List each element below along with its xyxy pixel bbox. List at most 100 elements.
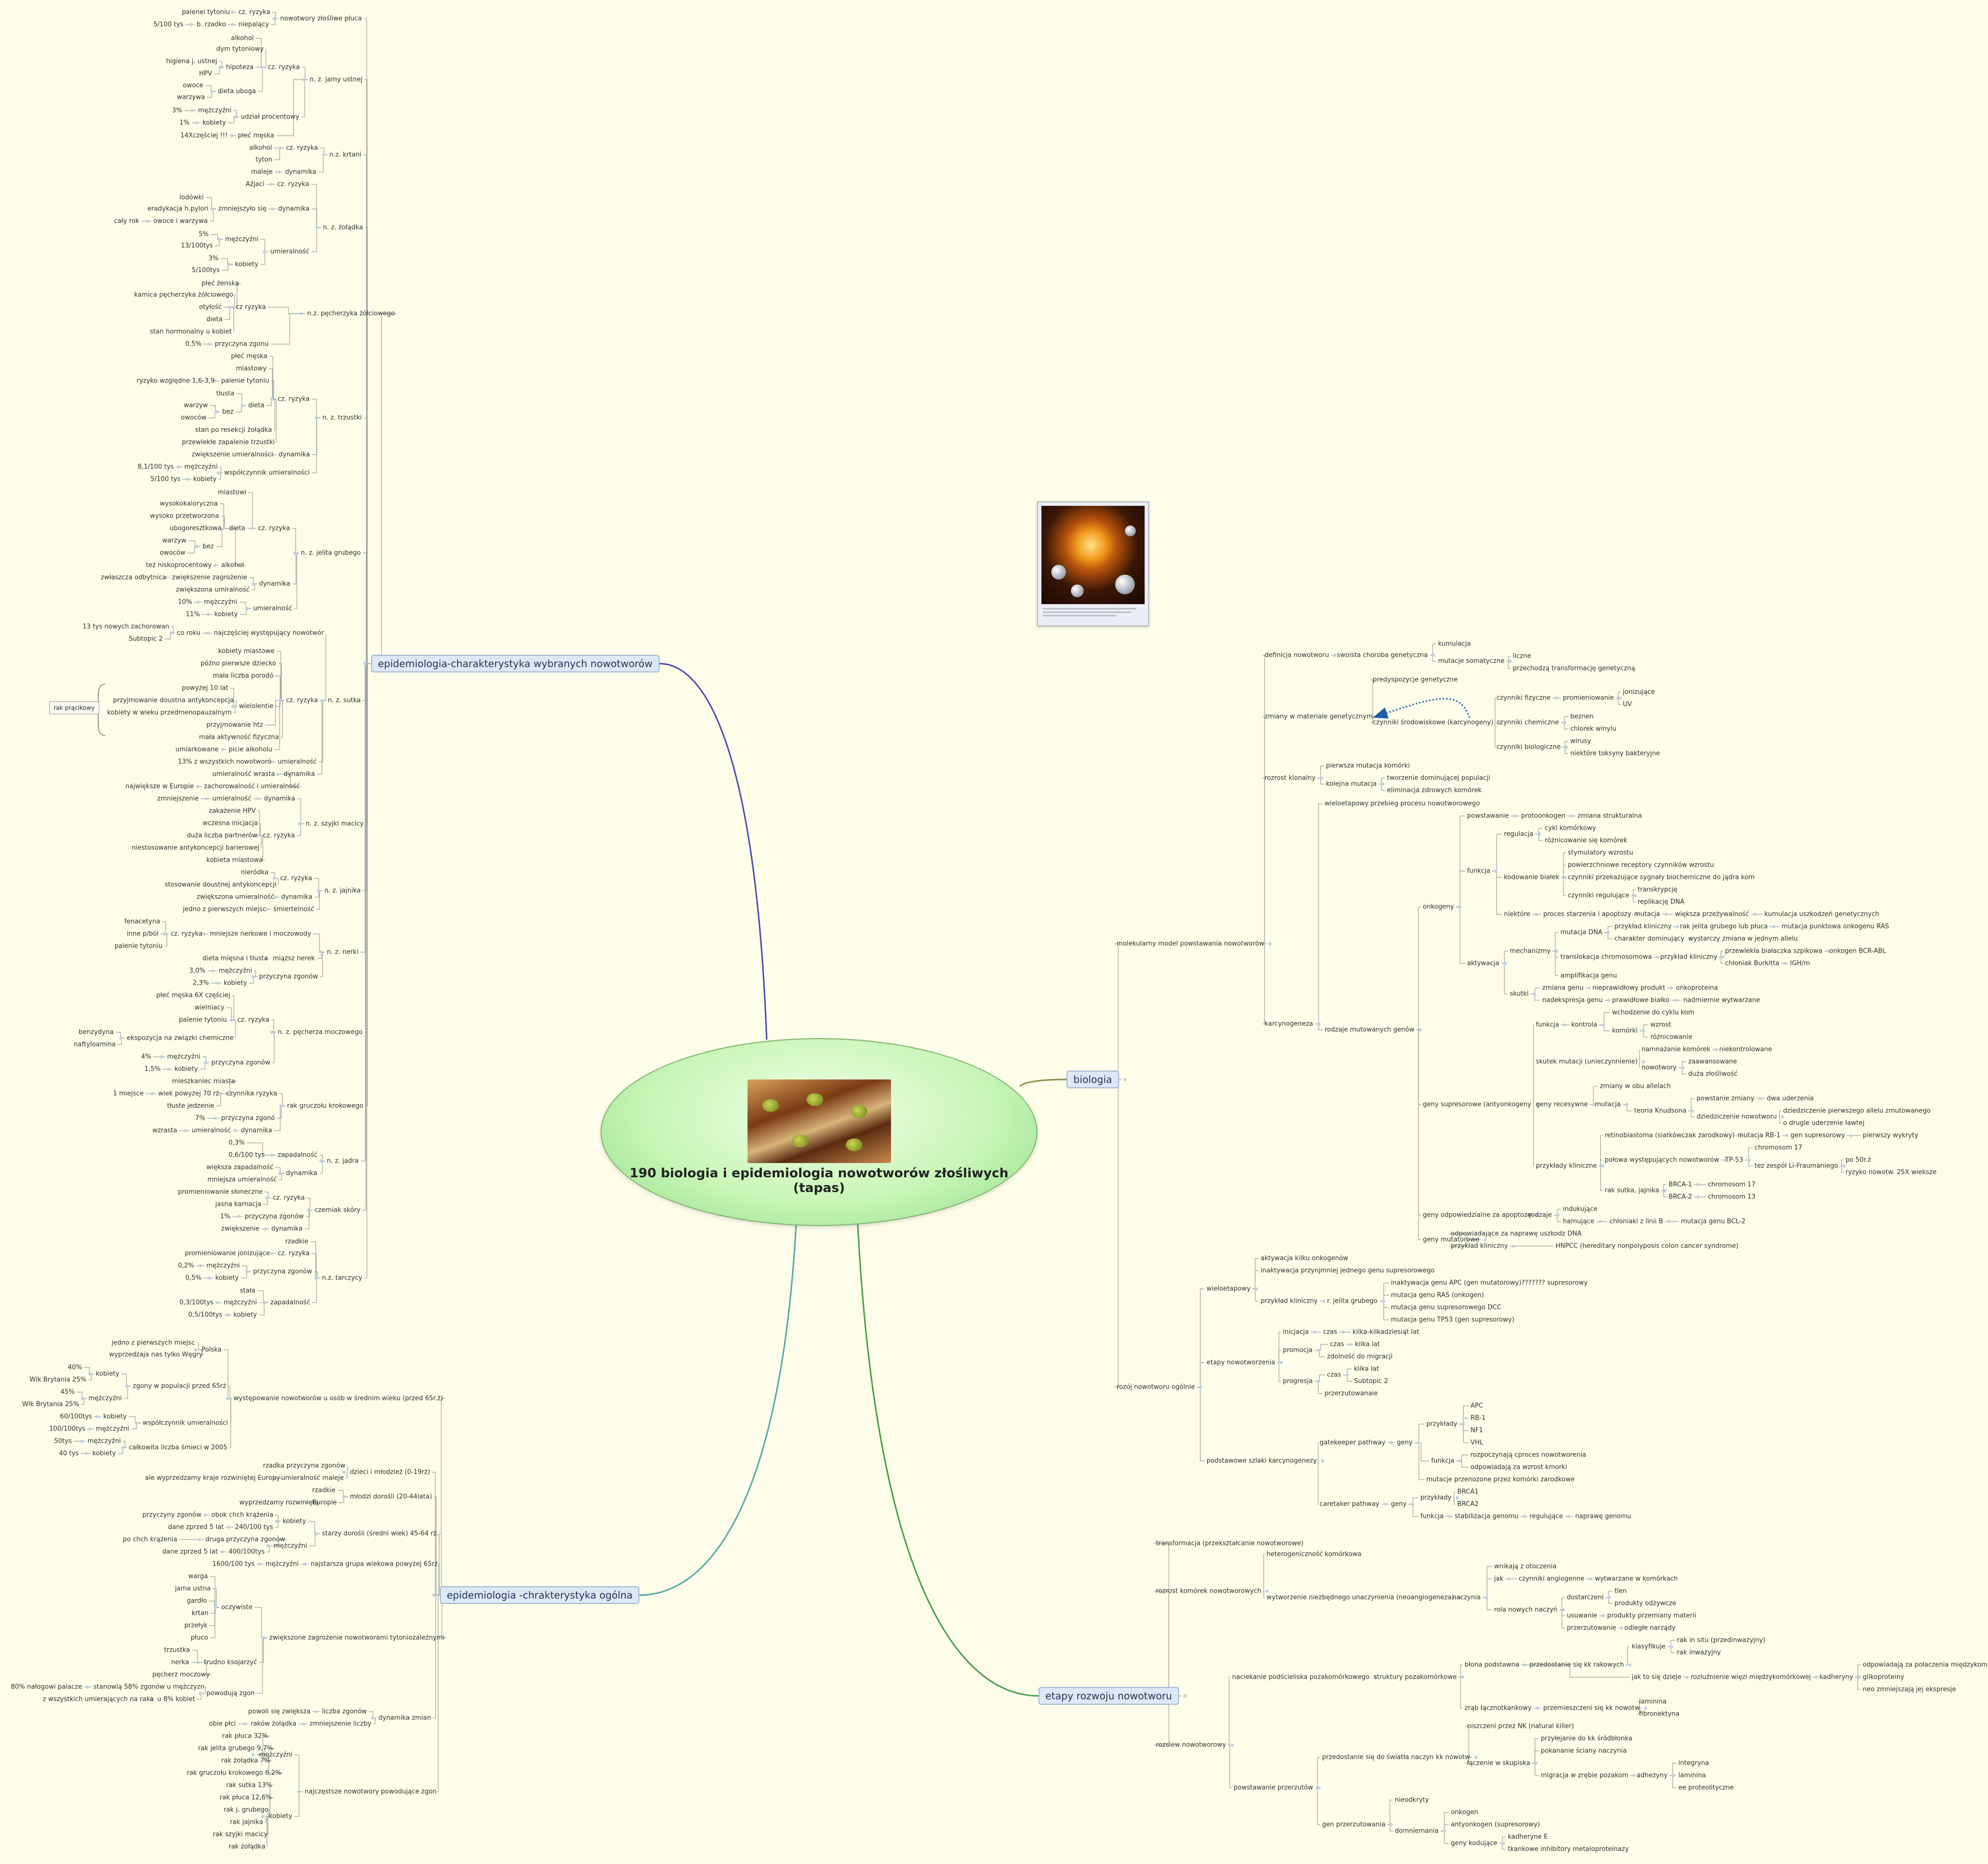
topic-a9b5[interactable]: kobieta miastowa <box>206 856 263 864</box>
topic-b8b[interactable]: kobiety <box>269 1812 292 1820</box>
topic-c1d2b3b1b1[interactable]: dziedziczenie pierwszego allelu zmutowan… <box>1783 1107 1931 1115</box>
topic-c2a3a[interactable]: r. jelita grubego <box>1327 1297 1378 1305</box>
topic-d2b1b3[interactable]: przerzutowanie <box>1567 1624 1616 1632</box>
topic-c1a[interactable]: definicja nowotworu <box>1265 651 1329 659</box>
topic-b1a[interactable]: Polska <box>202 1346 222 1354</box>
topic-c1b2a1b[interactable]: UV <box>1623 700 1632 708</box>
topic-c1d2b2b[interactable]: nowotwory <box>1642 1064 1677 1072</box>
topic-a12b[interactable]: przyczyna zgonów <box>211 1059 270 1067</box>
topic-b7b1[interactable]: raków żołądka <box>251 1720 297 1728</box>
main-topic-R2[interactable]: etapy rozwoju nowotworu <box>1038 1687 1179 1705</box>
topic-a2a4a[interactable]: owoce <box>183 82 203 89</box>
topic-b1d2[interactable]: kobiety <box>92 1450 116 1457</box>
topic-a6a2[interactable]: miastowy <box>236 365 267 373</box>
topic-a10c1[interactable]: jedno z pierwszych miejsc <box>183 905 266 913</box>
topic-a11[interactable]: n. z. nerki <box>327 948 359 956</box>
topic-a16b1[interactable]: mężczyźni <box>206 1262 240 1270</box>
topic-a11a1c[interactable]: palenie tytoniu <box>115 942 163 950</box>
topic-a2c[interactable]: płeć męska <box>238 132 274 140</box>
topic-a6a4a[interactable]: tłusta <box>216 390 234 398</box>
topic-a2a3b[interactable]: HPV <box>199 70 212 78</box>
topic-a5b[interactable]: przyczyna zgonu <box>215 340 269 348</box>
topic-a13b1[interactable]: 7% <box>195 1114 205 1122</box>
topic-b1a1[interactable]: jedno z pierwszych miejsc <box>112 1339 195 1347</box>
topic-a6a1[interactable]: płeć męska <box>231 352 267 360</box>
topic-c2a3a3[interactable]: mutacja genu supresorowego DCC <box>1391 1304 1501 1311</box>
topic-d3b1b3a2[interactable]: laminina <box>1678 1772 1706 1779</box>
topic-a2b[interactable]: udział procentowy <box>241 113 299 121</box>
topic-a3b[interactable]: dynamika <box>285 168 317 176</box>
topic-c1d2d2a[interactable]: HNPCC (hereditary nonpolyposis colon can… <box>1556 1242 1739 1250</box>
topic-c1d2b1a[interactable]: kontrola <box>1571 1021 1597 1029</box>
topic-c1d2a3a3[interactable]: amplifikacja genu <box>1560 972 1617 980</box>
topic-a5[interactable]: n.z. pęcherzyka żółciowego <box>307 310 395 318</box>
topic-d3b1[interactable]: przedostanie się do światła naczyn kk no… <box>1322 1753 1470 1761</box>
topic-b1c1a[interactable]: 60/100tys <box>60 1413 92 1421</box>
topic-c1d2a2c1a1[interactable]: większa przeżywalność <box>1675 910 1749 918</box>
central-topic[interactable]: 190 biologia i epidemiologia nowotworów … <box>601 1038 1037 1226</box>
topic-c1d2a2b[interactable]: kodowanie białek <box>1504 874 1559 881</box>
topic-c1d2a3a2a1[interactable]: przewlekła białaczka szpikowa <box>1725 947 1822 955</box>
topic-a2b2[interactable]: kobiety <box>202 119 226 127</box>
topic-d2a[interactable]: heterogeniczność komórkowa <box>1267 1550 1362 1558</box>
topic-d3b[interactable]: powstawanie przerzutów <box>1234 1784 1313 1792</box>
topic-b6a1[interactable]: warga <box>188 1573 208 1580</box>
topic-a8b4b[interactable]: przyjmowanie doustna antykoncepcja <box>113 697 234 704</box>
topic-c1c1[interactable]: pierwsza mutacja komórki <box>1326 762 1410 770</box>
topic-c1d2a2b4a[interactable]: transkrypcję <box>1638 886 1677 894</box>
topic-a4a[interactable]: cz. ryzyka <box>277 180 310 188</box>
topic-c2a3a4[interactable]: mutacja genu TP53 (gen supresorowy) <box>1391 1316 1515 1324</box>
topic-a13b[interactable]: przyczyna zgonó <box>221 1114 275 1122</box>
topic-b5a[interactable]: mężczyźni <box>265 1560 299 1568</box>
topic-a7a2c[interactable]: ubogoresztkowa <box>170 524 222 532</box>
topic-c1d2b4a1[interactable]: mutacja RB-1 <box>1737 1132 1781 1139</box>
topic-a15b1[interactable]: 1% <box>220 1213 230 1221</box>
topic-a9b3[interactable]: duża liczba partnerów <box>187 832 258 840</box>
topic-d3b2a[interactable]: nieodkryty <box>1395 1796 1429 1804</box>
topic-a6a[interactable]: cz. ryzyka <box>278 395 310 403</box>
topic-a4c1b[interactable]: 13/100tys <box>181 242 213 250</box>
topic-c1d2a3b2a1[interactable]: nadmiernie wytwarzane <box>1683 996 1760 1004</box>
topic-d3a1a2a[interactable]: rozluźnienie więzi międzykomórkowej <box>1691 1673 1811 1681</box>
topic-c2b1[interactable]: inicjacja <box>1283 1328 1309 1336</box>
topic-a14b[interactable]: dynamika <box>286 1169 317 1177</box>
topic-a1[interactable]: nowotwory złośliwe płuca <box>280 15 362 23</box>
topic-b1b1[interactable]: kobiety <box>96 1370 119 1378</box>
topic-a3[interactable]: n.z. krtani <box>329 151 362 159</box>
topic-c1d2b4c2[interactable]: BRCA-2 <box>1669 1193 1692 1201</box>
topic-c1d2b2b2[interactable]: duża złośliwość <box>1688 1070 1738 1078</box>
topic-c2c1a1b[interactable]: RB-1 <box>1470 1414 1486 1422</box>
topic-b8b4[interactable]: rak jajnika <box>230 1818 263 1826</box>
topic-c2c1a1d[interactable]: VHL <box>1470 1439 1483 1447</box>
topic-b6c2[interactable]: u 8% kobiet <box>157 1695 196 1703</box>
topic-d2[interactable]: rozrost komórek nowotworowych <box>1156 1587 1262 1595</box>
topic-a12a1[interactable]: płeć męska 6X częściej <box>156 991 230 999</box>
topic-a15c[interactable]: dynamika <box>271 1225 303 1233</box>
topic-a8b4c[interactable]: kobiety w wieku przedmenopauzalnym <box>107 709 232 717</box>
topic-c1b2b[interactable]: czynniki chemiczne <box>1497 719 1559 727</box>
topic-a10b1[interactable]: zwiększona umieralność <box>197 893 275 901</box>
topic-c1d2a3a2[interactable]: translokacja chromosomowa <box>1560 953 1652 961</box>
topic-a4b[interactable]: dynamika <box>278 205 310 213</box>
topic-c2b3b[interactable]: przerzutowanaie <box>1325 1390 1378 1398</box>
topic-c1d2b3b1a1[interactable]: dwa uderzenia <box>1767 1095 1814 1103</box>
topic-b4a2a[interactable]: dane zprzed 5 lat <box>168 1523 224 1531</box>
topic-d3b1b3a[interactable]: adhezyny <box>1637 1772 1668 1779</box>
topic-a5a1[interactable]: płeć żenska <box>202 280 239 288</box>
topic-a4b1c[interactable]: owoce i warzywa <box>153 217 208 225</box>
topic-a8b[interactable]: cz. ryzyka <box>286 697 318 704</box>
topic-a4a1[interactable]: Aźjaci <box>246 180 265 188</box>
topic-c1d2b3b1b[interactable]: dziedziczenie nowotworu <box>1697 1113 1777 1121</box>
topic-c1d2a3a1a1[interactable]: rak jelita grubego lub płuca <box>1680 923 1768 931</box>
topic-a12a4a[interactable]: benzydyna <box>79 1028 114 1036</box>
topic-a2a[interactable]: cz. ryzyka <box>268 63 300 71</box>
topic-a16b1a[interactable]: 0,2% <box>178 1262 195 1270</box>
topic-c1d2a3a1a1a[interactable]: mutacja punktowa onkogenu RAS <box>1782 923 1889 931</box>
topic-a13c1[interactable]: umieralność <box>192 1127 231 1135</box>
topic-b6b3[interactable]: pęcherz moczowy <box>152 1671 210 1679</box>
topic-c2[interactable]: rozój nowotworu ogólnie <box>1117 1383 1195 1391</box>
topic-a9a1[interactable]: umieralność <box>212 795 252 803</box>
topic-c2c2a1[interactable]: przykłady <box>1420 1494 1452 1502</box>
topic-c1b2b1[interactable]: beznen <box>1570 713 1594 721</box>
topic-c1d2d[interactable]: geny mutatorowe <box>1423 1236 1479 1244</box>
